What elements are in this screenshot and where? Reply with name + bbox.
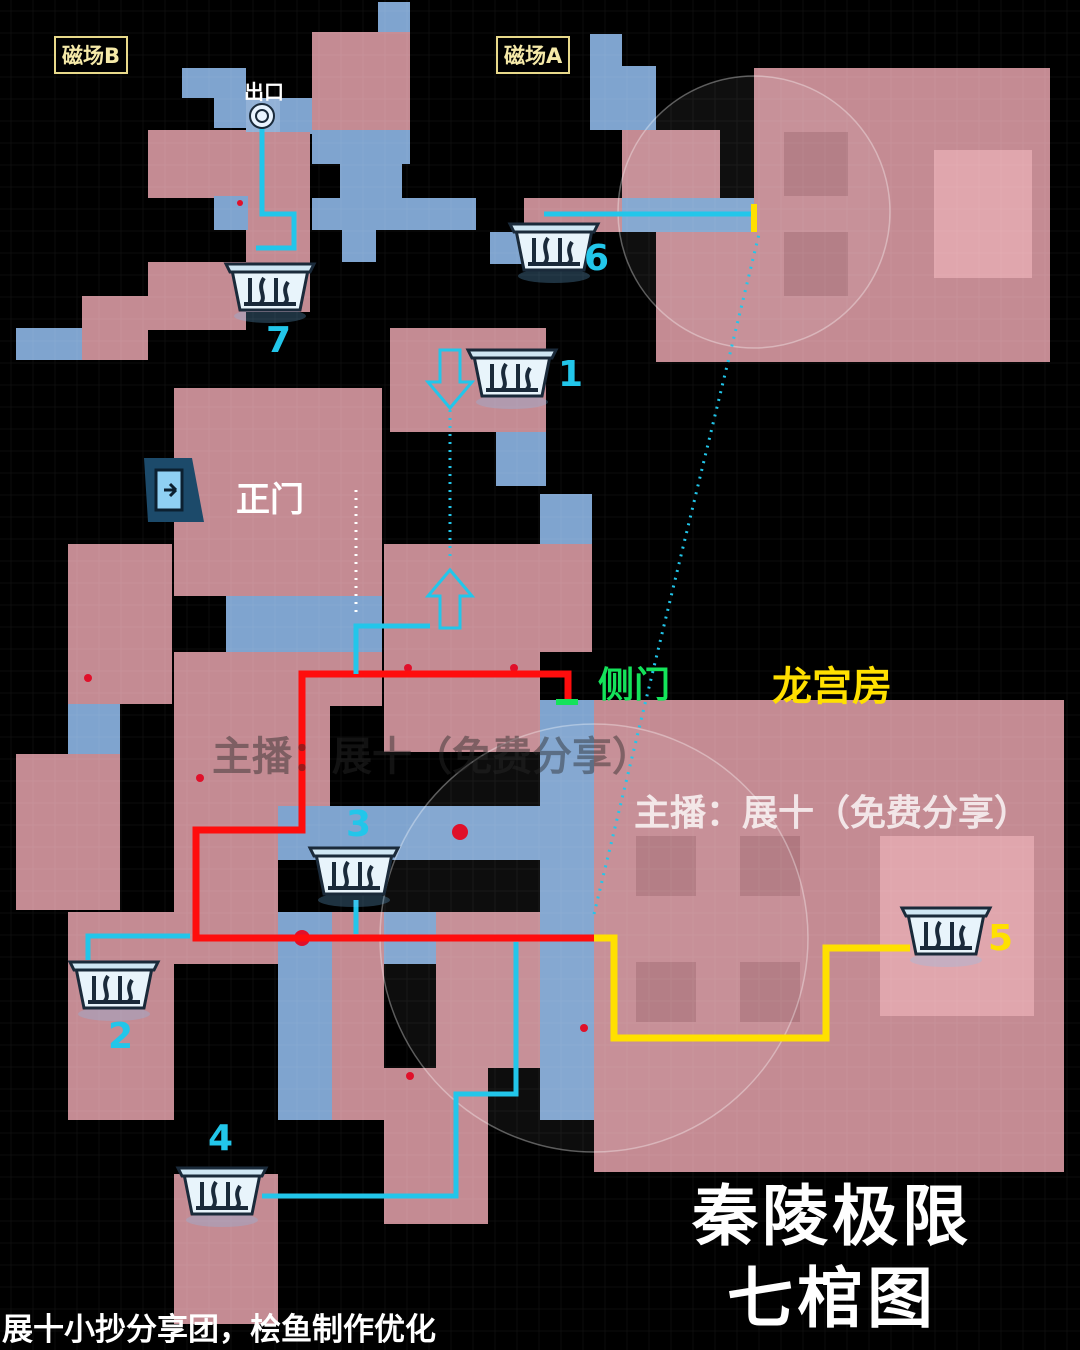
zone-label-field-a: 磁场A xyxy=(496,36,571,74)
coffin-icon xyxy=(308,846,400,909)
coffin-number-3: 3 xyxy=(346,804,372,845)
watermark-streamer: 主播：展十（免费分享） xyxy=(634,793,1031,834)
arrow-outline-icon xyxy=(424,348,476,630)
coffin-icon xyxy=(68,960,160,1023)
page-title: 秦陵极限 七棺图 xyxy=(672,1176,992,1340)
coffin-icon xyxy=(176,1166,268,1229)
coffin-icon xyxy=(900,906,992,969)
zone-label-field-b: 磁场B xyxy=(54,36,129,74)
route-yellow xyxy=(594,934,910,1042)
coffin-number-5: 5 xyxy=(988,918,1014,959)
coffin-icon xyxy=(466,348,558,411)
dragon-palace-label: 龙宫房 xyxy=(772,664,892,710)
title-line-2: 七棺图 xyxy=(727,1260,937,1337)
coffin-number-1: 1 xyxy=(558,354,584,395)
coffin-icon xyxy=(224,262,316,325)
title-line-1: 秦陵极限 xyxy=(692,1178,972,1255)
route-red xyxy=(192,670,594,942)
exit-label: 出口 xyxy=(244,80,284,104)
credit-line: 展十小抄分享团，桧鱼制作优化 xyxy=(2,1312,436,1348)
gate-door-icon xyxy=(144,458,204,522)
area-field-a xyxy=(490,34,1050,362)
main-gate-label: 正门 xyxy=(236,480,304,520)
coffin-number-4: 4 xyxy=(208,1118,234,1159)
coffin-number-2: 2 xyxy=(108,1016,134,1057)
watermark-streamer-faint: 主播：展十（免费分享） xyxy=(212,734,652,780)
coffin-number-6: 6 xyxy=(584,238,610,279)
coffin-number-7: 7 xyxy=(266,320,292,361)
route-cyan xyxy=(85,126,762,1199)
side-door-label: 侧门 xyxy=(598,665,671,706)
exit-portal-icon xyxy=(249,103,275,129)
